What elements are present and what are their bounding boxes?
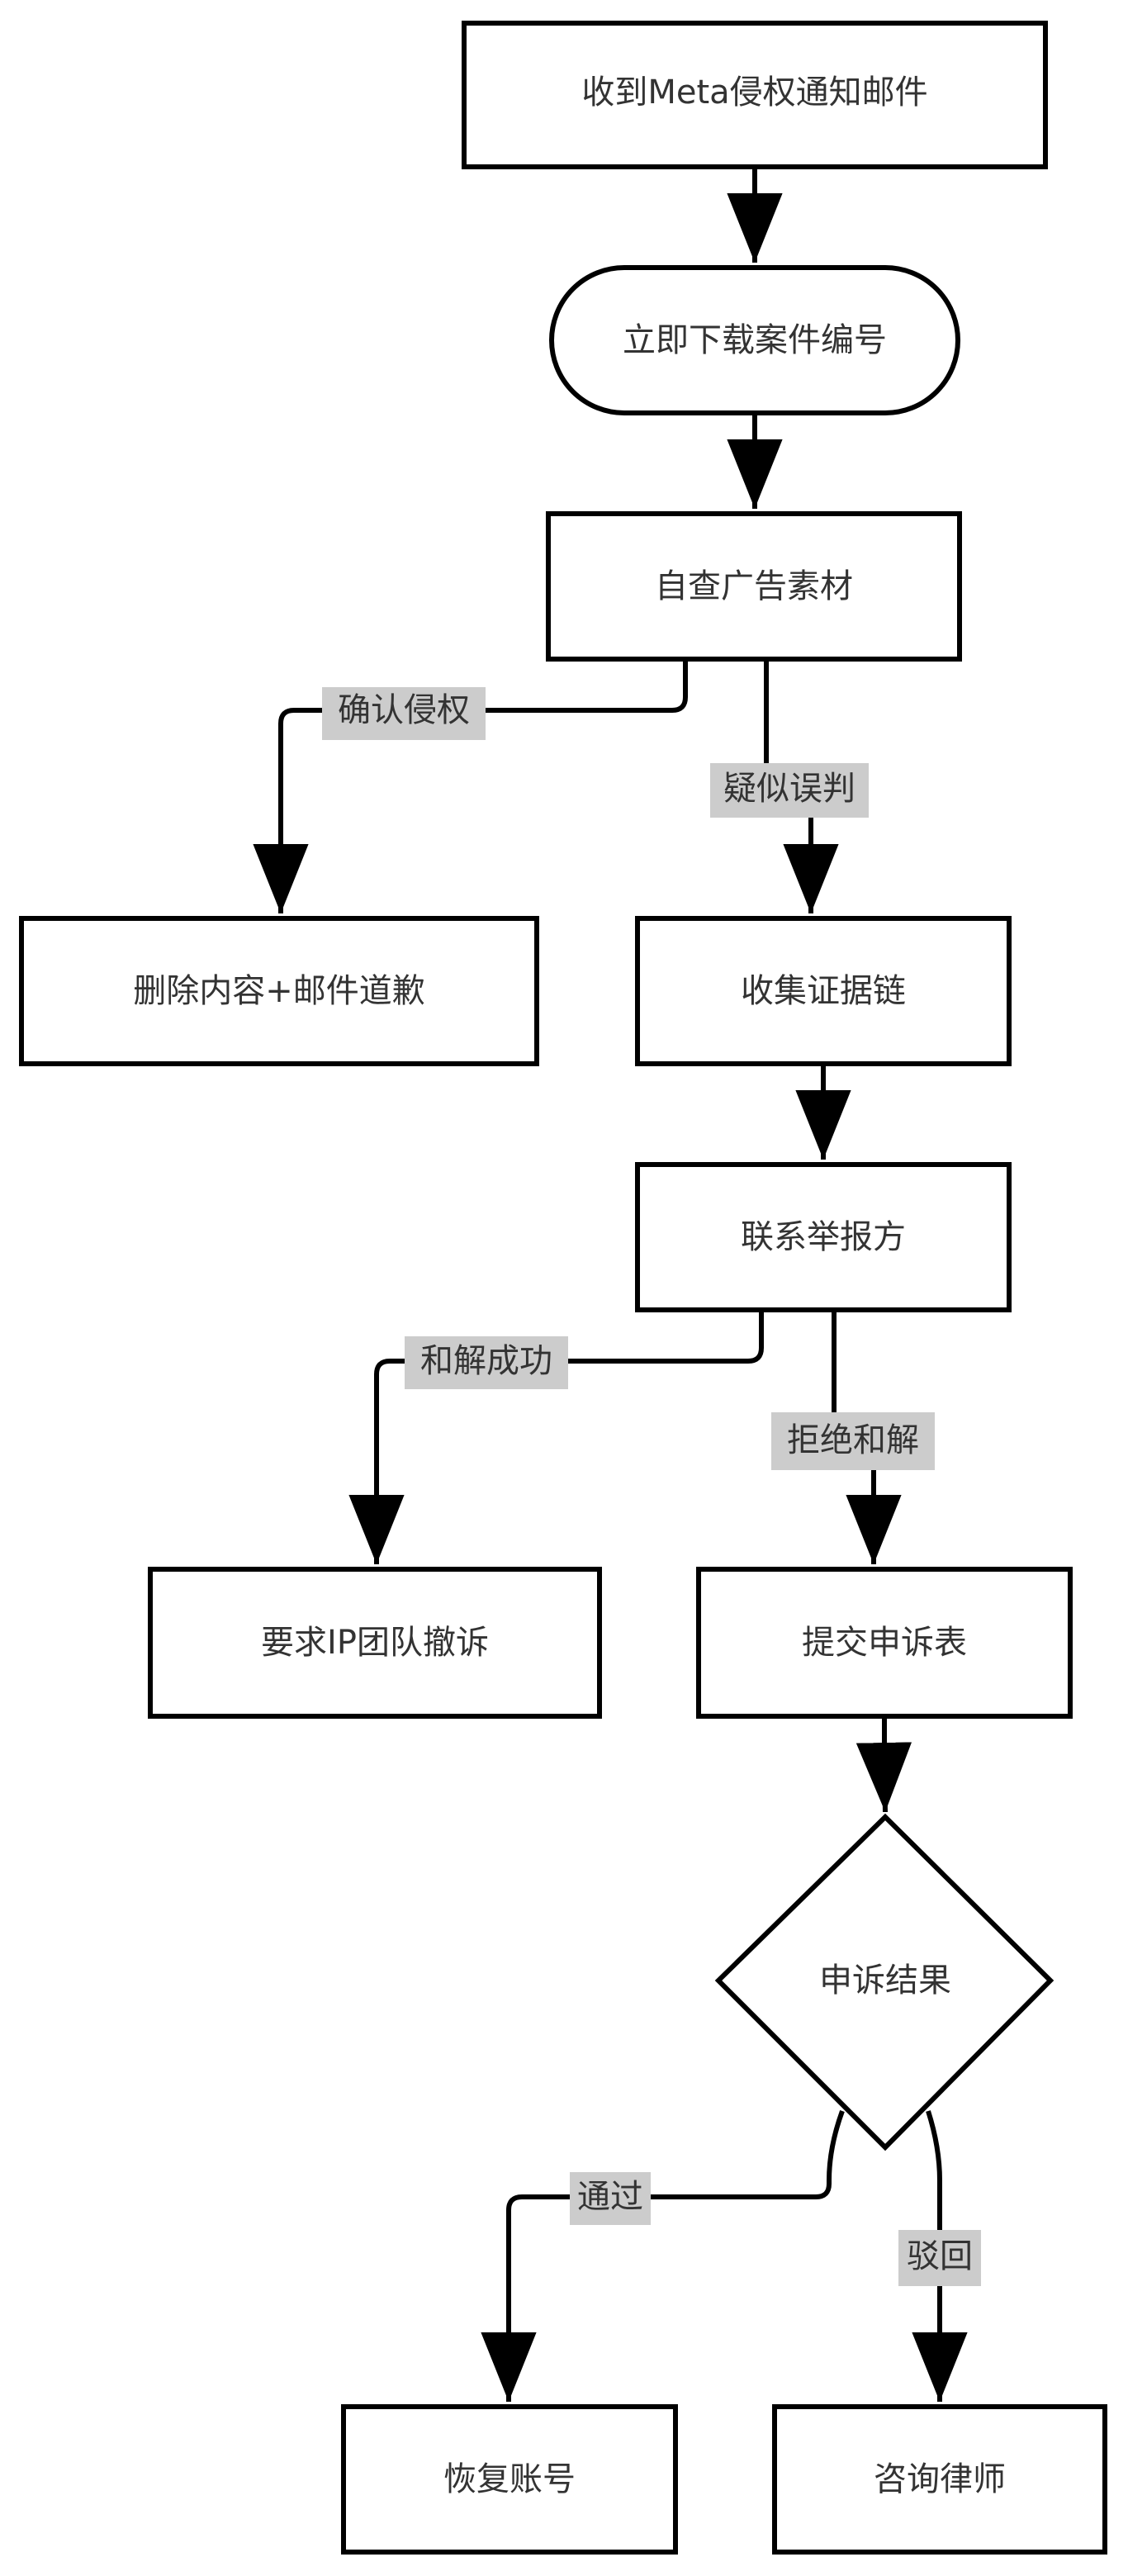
svg-text:收集证据链: 收集证据链 [741,972,906,1010]
edge-f-h [834,1310,874,1564]
node-receive-meta-notice[interactable]: 收到Meta侵权通知邮件 [462,21,1048,169]
svg-text:收到Meta侵权通知邮件: 收到Meta侵权通知邮件 [581,74,927,111]
node-restore-account[interactable]: 恢复账号 [341,2404,678,2555]
edge-k-j [928,2110,940,2402]
svg-text:驳回: 驳回 [907,2237,973,2275]
edge-label-settlement-success: 和解成功 [405,1336,568,1389]
node-appeal-result-decision[interactable]: 申诉结果 [714,1813,1055,2151]
svg-text:疑似误判: 疑似误判 [723,770,855,808]
node-delete-content-apologize[interactable]: 删除内容+邮件道歉 [19,916,539,1066]
node-submit-appeal-form[interactable]: 提交申诉表 [696,1567,1073,1719]
node-request-ip-withdraw[interactable]: 要求IP团队撤诉 [148,1567,602,1719]
node-self-check-ad-materials[interactable]: 自查广告素材 [546,511,962,662]
edge-label-approved: 通过 [570,2172,651,2225]
svg-text:和解成功: 和解成功 [420,1342,552,1380]
svg-text:通过: 通过 [577,2178,643,2216]
edge-label-confirm-infringement: 确认侵权 [322,687,486,740]
node-download-case-number[interactable]: 立即下载案件编号 [549,265,960,415]
svg-text:申诉结果: 申诉结果 [819,1962,951,2000]
node-collect-evidence-chain[interactable]: 收集证据链 [635,916,1012,1066]
svg-text:要求IP团队撤诉: 要求IP团队撤诉 [261,1624,489,1662]
node-consult-lawyer[interactable]: 咨询律师 [772,2404,1107,2555]
edge-f-g [348,1310,764,1564]
svg-text:恢复账号: 恢复账号 [443,2460,576,2498]
svg-text:确认侵权: 确认侵权 [338,691,470,729]
node-contact-reporter[interactable]: 联系举报方 [635,1162,1012,1312]
edge-label-rejected: 驳回 [898,2230,981,2286]
svg-text:自查广告素材: 自查广告素材 [655,567,853,605]
svg-text:拒绝和解: 拒绝和解 [787,1421,919,1459]
edge-k-i [481,2109,845,2402]
svg-text:咨询律师: 咨询律师 [874,2460,1006,2498]
svg-text:删除内容+邮件道歉: 删除内容+邮件道歉 [133,972,425,1010]
svg-text:联系举报方: 联系举报方 [741,1218,906,1256]
svg-text:提交申诉表: 提交申诉表 [802,1624,967,1662]
svg-text:立即下载案件编号: 立即下载案件编号 [623,321,887,359]
edge-h-k [855,1716,912,1813]
edge-label-suspected-misjudgment: 疑似误判 [710,763,869,818]
edge-label-refuse-settlement: 拒绝和解 [771,1412,935,1470]
